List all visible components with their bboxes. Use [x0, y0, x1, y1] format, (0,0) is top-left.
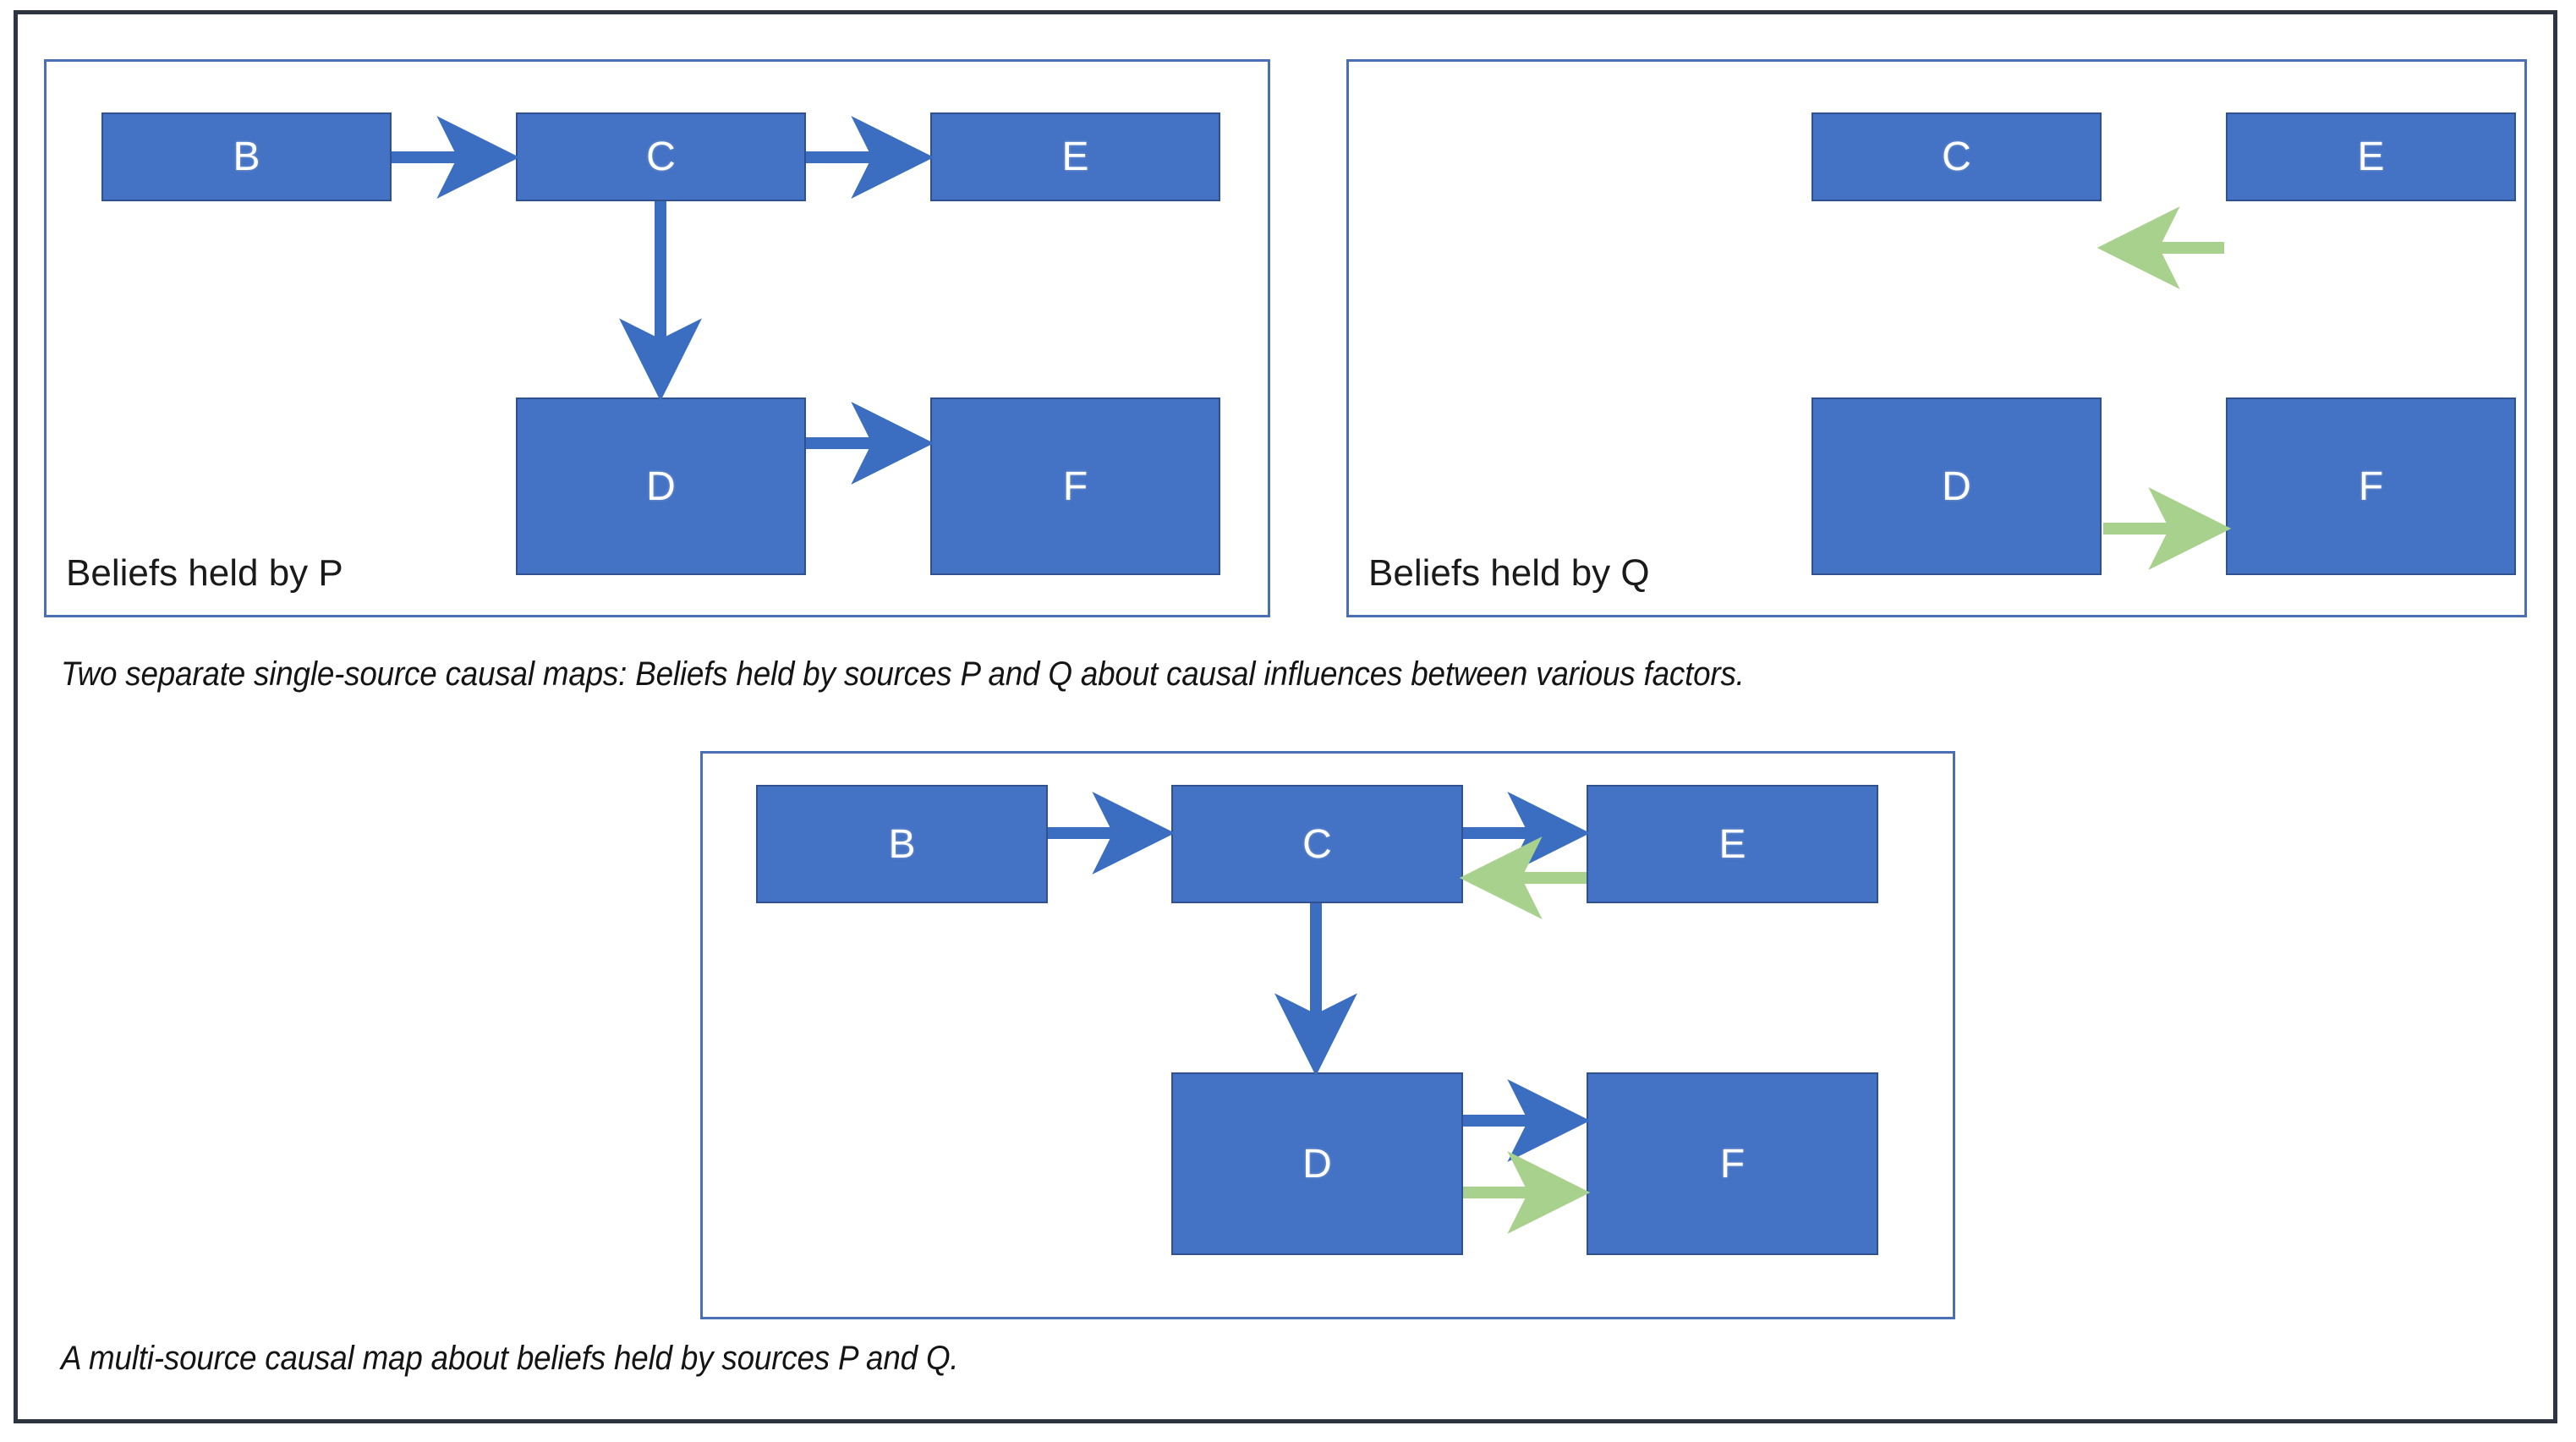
node-q-E: E [2226, 112, 2516, 201]
node-p-D: D [516, 398, 806, 575]
node-pq-D: D [1171, 1072, 1463, 1255]
node-q-D: D [1811, 398, 2102, 575]
node-p-E: E [930, 112, 1220, 201]
node-pq-F: F [1587, 1072, 1878, 1255]
node-p-B: B [101, 112, 392, 201]
node-pq-B: B [756, 785, 1048, 903]
node-q-C: C [1811, 112, 2102, 201]
node-pq-E: E [1587, 785, 1878, 903]
node-q-F: F [2226, 398, 2516, 575]
panel-q-label: Beliefs held by Q [1368, 552, 1650, 594]
caption-top: Two separate single-source causal maps: … [61, 655, 1745, 693]
node-p-C: C [516, 112, 806, 201]
panel-p-label: Beliefs held by P [66, 552, 343, 594]
node-pq-C: C [1171, 785, 1463, 903]
node-p-F: F [930, 398, 1220, 575]
caption-bottom: A multi-source causal map about beliefs … [61, 1340, 959, 1377]
